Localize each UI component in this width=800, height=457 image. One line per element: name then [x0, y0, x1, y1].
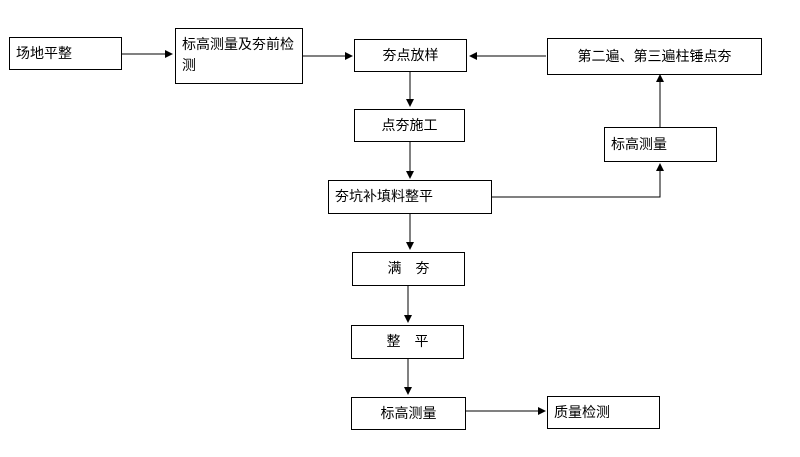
- node-elevation-survey-mid: 标高测量: [604, 127, 717, 162]
- node-pit-backfill-level: 夯坑补填料整平: [328, 180, 492, 214]
- node-full-tamping: 满 夯: [352, 252, 465, 286]
- node-elevation-survey-final: 标高测量: [351, 397, 466, 430]
- node-tamp-point-layout: 夯点放样: [354, 39, 467, 72]
- node-repeat-tamping: 第二遍、第三遍柱锤点夯: [547, 38, 762, 75]
- arrow-backfill-to-midsurvey: [492, 163, 664, 198]
- node-pre-tamp-survey: 标高测量及夯前检测: [175, 28, 303, 84]
- node-quality-inspection: 质量检测: [547, 396, 660, 429]
- node-point-tamping: 点夯施工: [354, 109, 465, 142]
- node-site-leveling: 场地平整: [9, 37, 122, 70]
- node-leveling: 整 平: [351, 325, 464, 359]
